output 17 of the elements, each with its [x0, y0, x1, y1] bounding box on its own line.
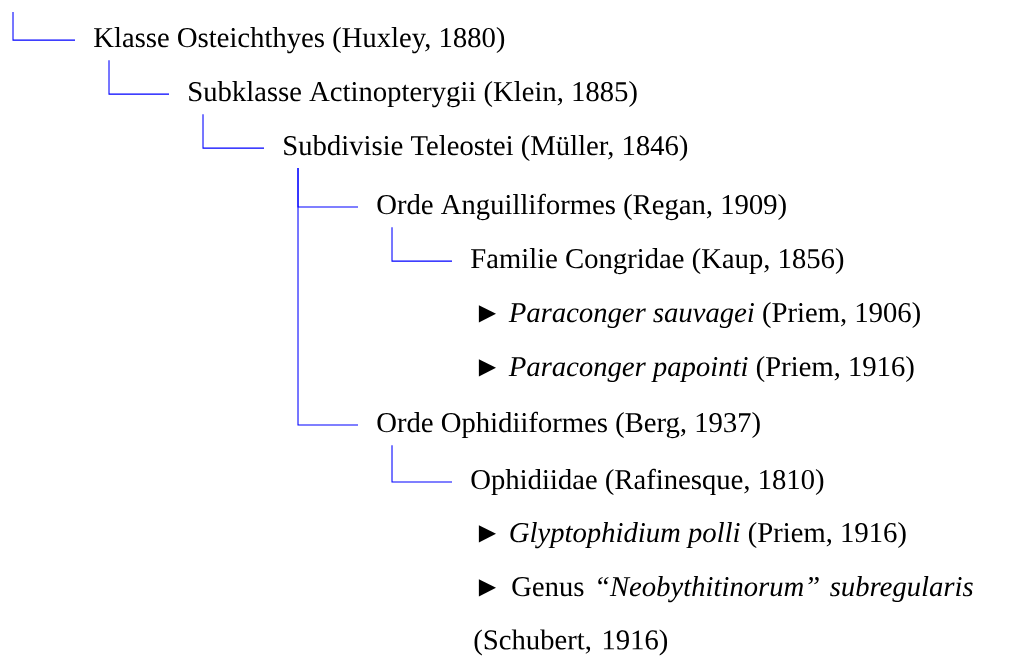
tree-connector	[297, 167, 359, 426]
taxon-label: Subdivisie Teleostei (Müller, 1846)	[284, 135, 688, 162]
tree-connector	[12, 11, 76, 41]
taxon-label: Orde Ophidiiformes (Berg, 1937)	[377, 411, 760, 439]
tree-connector	[391, 226, 453, 262]
taxon-label: ► Genus “Neobythitinorum” subregularis (Schubert, 1916)	[474, 576, 973, 656]
taxon-label: ► Paraconger sauvagei (Priem, 1906)	[478, 302, 920, 329]
taxon-label: Klasse Osteichthyes (Huxley, 1880)	[94, 27, 505, 54]
taxon-label: Familie Congridae (Kaup, 1856)	[471, 248, 844, 275]
tree-connector	[108, 59, 170, 95]
taxon-label: Ophidiidae (Rafinesque, 1810)	[471, 468, 824, 496]
taxon-label: Subklasse Actinopterygii (Klein, 1885)	[189, 81, 637, 108]
taxon-label: ► Glyptophidium polli (Priem, 1916)	[478, 522, 906, 549]
taxon-label: ► Paraconger papointi (Priem, 1916)	[478, 356, 914, 383]
taxon-label: Orde Anguilliformes (Regan, 1909)	[377, 193, 786, 221]
tree-connector	[202, 113, 265, 149]
tree-connector	[391, 444, 453, 483]
